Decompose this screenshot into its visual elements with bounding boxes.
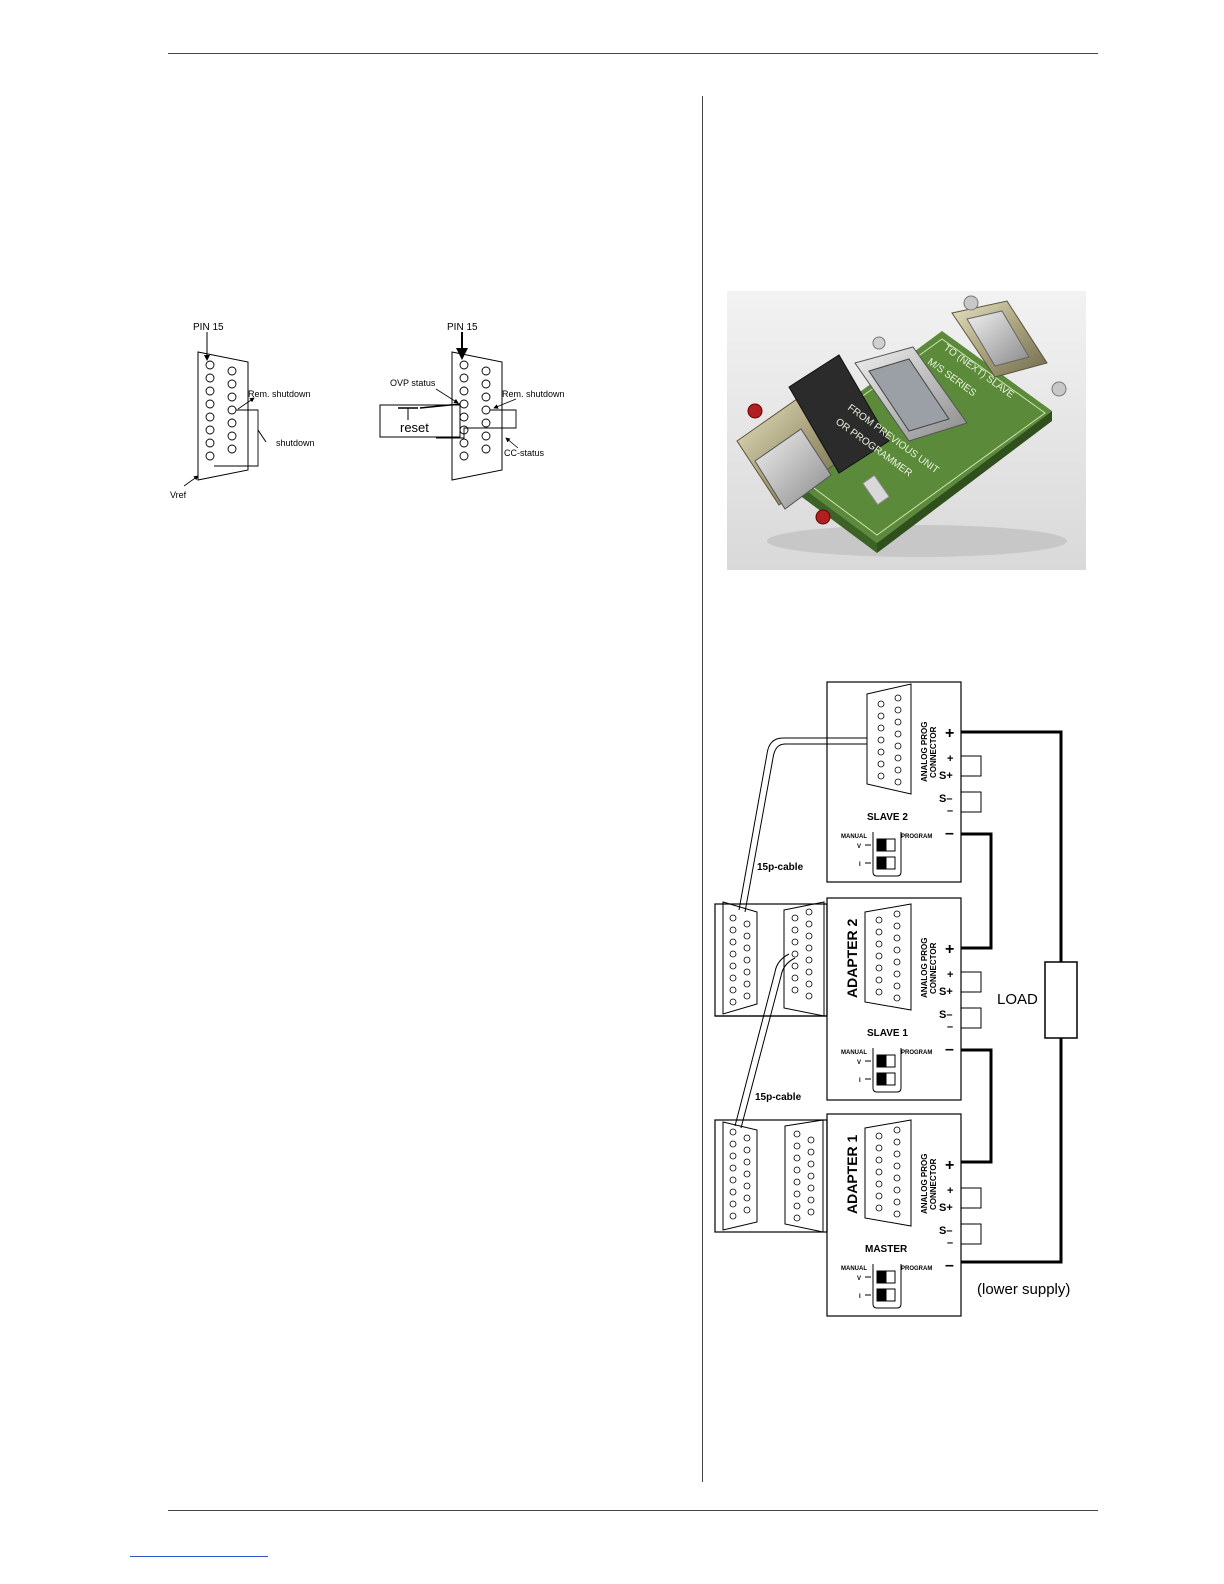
slave1-manual-label: MANUAL	[841, 1050, 867, 1056]
adapter-photo: TO (NEXT) SLAVE M/S SERIES FROM PREVIOUS…	[727, 291, 1086, 570]
power-wiring	[961, 730, 1063, 1264]
cable-bottom-label: 15p-cable	[755, 1092, 802, 1103]
header-rule	[168, 53, 1098, 54]
left-pin15-label: PIN 15	[193, 322, 224, 333]
master-program-label: PROGRAM	[901, 1266, 932, 1272]
right-pin15-label: PIN 15	[447, 322, 478, 333]
left-vref-label: Vref	[170, 490, 187, 500]
db15-connectors	[722, 683, 912, 1233]
slave1-label: SLAVE 1	[867, 1028, 908, 1039]
cable-top-label: 15p-cable	[757, 862, 804, 873]
slave2-v-label: V	[857, 844, 861, 850]
lower-supply-label: (lower supply)	[977, 1281, 1070, 1298]
load-label: LOAD	[997, 991, 1038, 1008]
right-rem-shutdown-label: Rem. shutdown	[502, 389, 565, 399]
slave2-label: SLAVE 2	[867, 812, 908, 823]
pin-diagrams: PIN 15 Rem. shutdown shutdown Vref PIN 1…	[170, 322, 565, 500]
load-resistor	[1044, 961, 1078, 1039]
adapter2-connector-label-1: ANALOG PROG	[920, 938, 929, 998]
slave2-out-plus: +	[945, 725, 954, 742]
master-s-minus: S–	[939, 1225, 952, 1237]
ovp-status-label: OVP status	[390, 378, 436, 388]
slave1-s-minus: S–	[939, 1009, 952, 1021]
slave2-program-label: PROGRAM	[901, 834, 932, 840]
slave1-i-label: I	[859, 1078, 861, 1084]
series-wiring-diagram: 15p-cable 15p-cable ANALOG PROG CONNECTO…	[714, 681, 1078, 1317]
adapter2-connector-label-2: CONNECTOR	[929, 942, 938, 994]
master-minus: –	[947, 1237, 953, 1249]
footer-rule	[168, 1510, 1098, 1511]
master-plus: +	[947, 1185, 953, 1197]
master-v-label: V	[857, 1276, 861, 1282]
mode-switches	[865, 832, 902, 1309]
slave2-manual-label: MANUAL	[841, 834, 867, 840]
adapter1-pins	[729, 1126, 901, 1222]
slave2-s-plus: S+	[939, 770, 953, 782]
sense-bridges	[961, 755, 982, 1245]
slave2-pins	[877, 694, 902, 786]
cables	[734, 737, 867, 1129]
master-out-minus: –	[945, 1257, 954, 1274]
master-i-label: I	[859, 1294, 861, 1300]
left-rem-shutdown-label: Rem. shutdown	[248, 389, 311, 399]
adapter1-label: ADAPTER 1	[844, 1134, 860, 1214]
adapter-board-icon: TO (NEXT) SLAVE M/S SERIES FROM PREVIOUS…	[727, 291, 1086, 570]
left-shutdown-label: shutdown	[276, 438, 315, 448]
db15-right-connector: PIN 15 OVP status Rem. shutdown reset CC…	[379, 322, 565, 481]
slave1-out-plus: +	[945, 941, 954, 958]
slave2-connector-label-1: ANALOG PROG	[920, 722, 929, 782]
master-out-plus: +	[945, 1157, 954, 1174]
slave2-i-label: I	[859, 862, 861, 868]
footnote-link-rule	[130, 1556, 268, 1557]
slave2-out-minus: –	[945, 825, 954, 842]
slave1-v-label: V	[857, 1060, 861, 1066]
slave2-s-minus: S–	[939, 793, 952, 805]
slave1-minus: –	[947, 1021, 953, 1033]
slave2-connector-label-2: CONNECTOR	[929, 726, 938, 778]
cc-status-label: CC-status	[504, 448, 545, 458]
master-manual-label: MANUAL	[841, 1266, 867, 1272]
slave1-plus: +	[947, 969, 953, 981]
adapter1-connector-label-2: CONNECTOR	[929, 1158, 938, 1210]
db15-left-connector: PIN 15 Rem. shutdown shutdown Vref	[170, 322, 315, 500]
column-divider	[702, 96, 703, 1482]
adapter2-label: ADAPTER 2	[844, 918, 860, 998]
slave2-plus: +	[947, 753, 953, 765]
adapter2-pins	[729, 908, 901, 1006]
slave2-minus: –	[947, 805, 953, 817]
master-label: MASTER	[865, 1244, 908, 1255]
slave1-program-label: PROGRAM	[901, 1050, 932, 1056]
reset-label: reset	[400, 420, 429, 435]
adapter1-connector-label-1: ANALOG PROG	[920, 1154, 929, 1214]
slave1-s-plus: S+	[939, 986, 953, 998]
slave1-out-minus: –	[945, 1041, 954, 1058]
master-s-plus: S+	[939, 1202, 953, 1214]
